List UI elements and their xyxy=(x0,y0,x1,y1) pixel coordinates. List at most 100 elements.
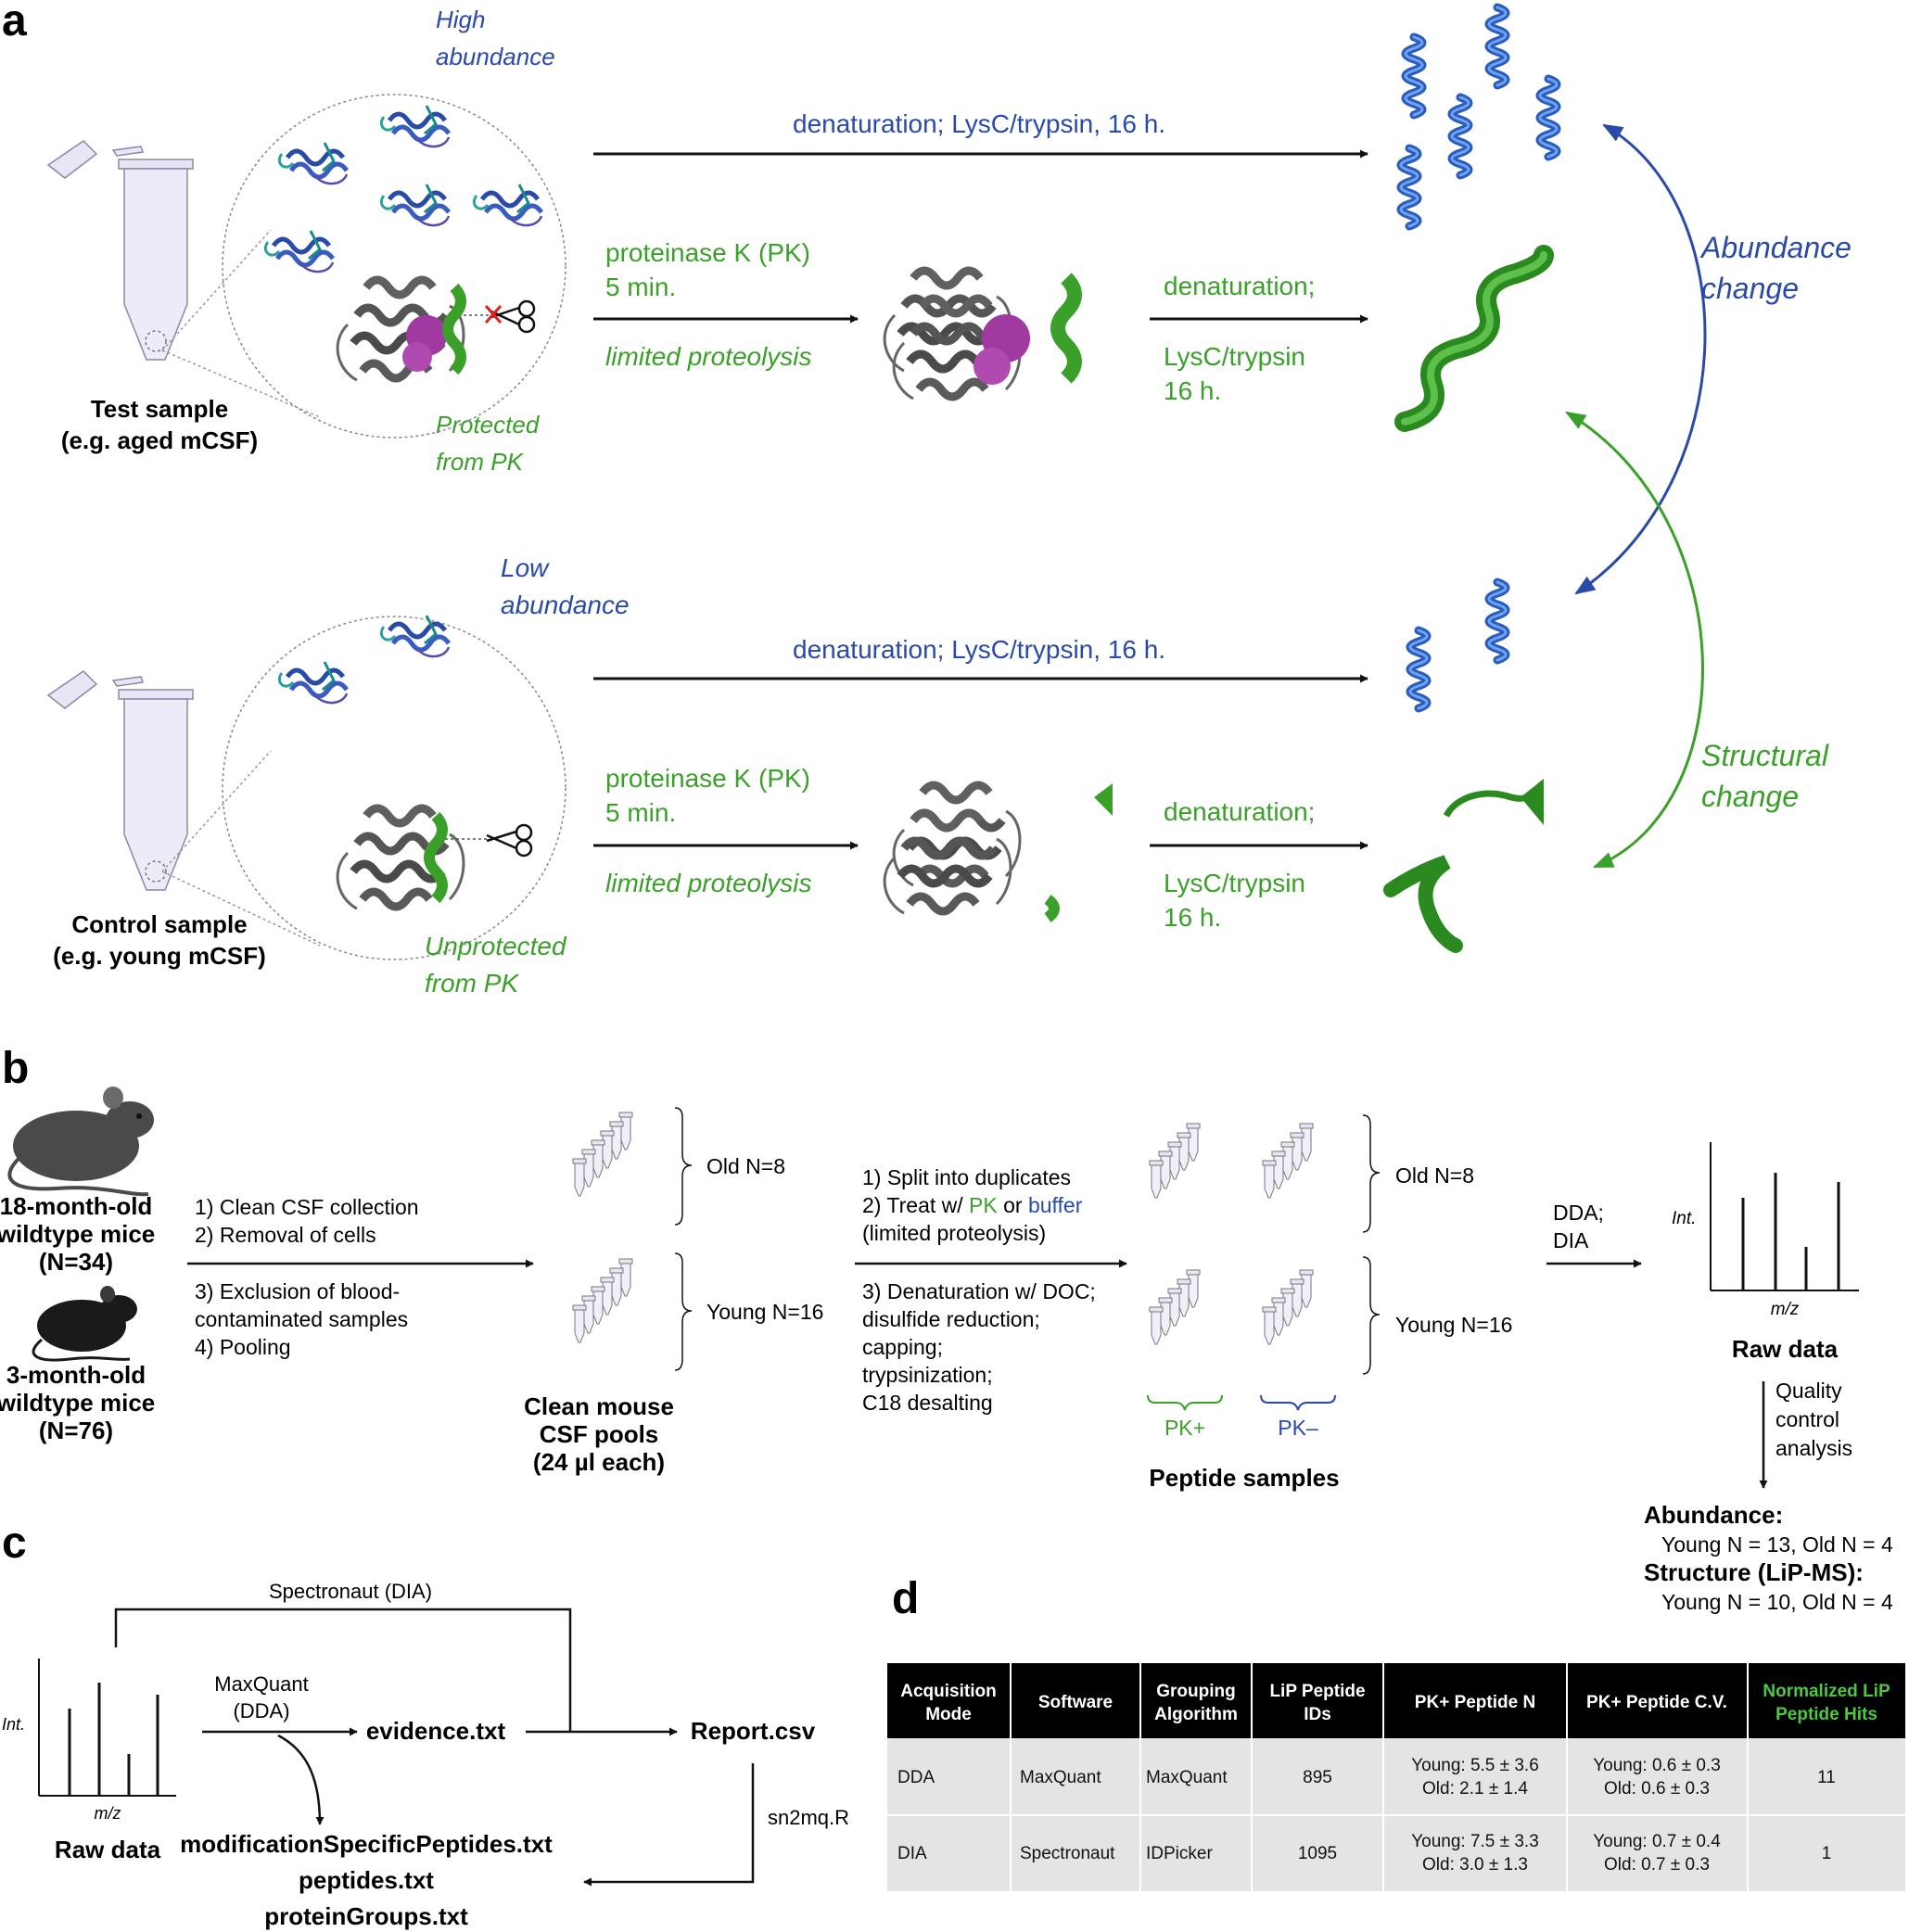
peptide-young-n: Young N=16 xyxy=(1395,1313,1512,1337)
pools-label: Clean mouse xyxy=(524,1392,674,1420)
test-gray-protein-icon xyxy=(885,271,1082,399)
test-sample-label: Test sample xyxy=(91,395,228,423)
young-pool-brace xyxy=(674,1252,693,1371)
test-denat-label: denaturation; xyxy=(1164,272,1315,300)
control-pk-label: proteinase K (PK) xyxy=(605,764,810,793)
pk-minus-label: PK– xyxy=(1278,1416,1318,1440)
young-mice-label: 3-month-old xyxy=(6,1361,146,1389)
protected-label: Protected xyxy=(436,411,541,439)
gray-protein-protected-icon xyxy=(337,280,464,380)
high-abundance-label-2: abundance xyxy=(436,43,555,70)
evidence-file: evidence.txt xyxy=(366,1717,506,1745)
row1-cv-old: Old: 0.6 ± 0.3 xyxy=(1604,1779,1710,1799)
control-sample-sublabel: (e.g. young mCSF) xyxy=(53,942,266,970)
mod-peptides-file: modificationSpecificPeptides.txt xyxy=(180,1830,553,1858)
steps2-line3: 4) Pooling xyxy=(195,1335,291,1359)
sn2mq-label: sn2mq.R xyxy=(768,1806,849,1829)
pk-plus-young-tubes-icon xyxy=(1149,1269,1201,1345)
row2-lip-ids: 1095 xyxy=(1298,1844,1337,1863)
abundance-change-label: Abundance xyxy=(1699,231,1852,264)
green-helix-peptide-icon xyxy=(1394,245,1554,432)
old-pool-brace xyxy=(674,1107,693,1226)
control-sample-label: Control sample xyxy=(71,910,247,938)
panel-label-b: b xyxy=(2,1044,29,1093)
peptides-file: peptides.txt xyxy=(299,1866,434,1894)
structure-title: Structure (LiP-MS): xyxy=(1644,1558,1864,1586)
scissors-blocked-icon xyxy=(464,299,536,334)
pk-minus-brace xyxy=(1260,1394,1336,1411)
steps1-line2: 2) Removal of cells xyxy=(195,1223,376,1247)
old-pool-tubes-icon xyxy=(572,1112,633,1197)
qc-label-3: analysis xyxy=(1775,1436,1852,1460)
blue-protein-low-icon xyxy=(279,616,449,703)
young-mice-label-2: wildtype mice xyxy=(0,1389,155,1417)
row1-grouping: MaxQuant xyxy=(1146,1768,1228,1787)
unprotected-label-2: from PK xyxy=(425,969,519,998)
scissors-icon xyxy=(445,823,533,858)
row2-mode: DIA xyxy=(897,1844,927,1863)
sn2mq-arrow xyxy=(583,1763,755,1887)
split-step3: (limited proteolysis) xyxy=(862,1221,1046,1245)
dda-label: DDA; xyxy=(1553,1201,1604,1225)
structure-value: Young N = 10, Old N = 4 xyxy=(1661,1590,1893,1614)
control-sample-tube-icon xyxy=(46,670,321,947)
row2-pk-n-young: Young: 7.5 ± 3.3 xyxy=(1411,1832,1539,1851)
panel-label-c: c xyxy=(2,1519,27,1568)
row1-lip-ids: 895 xyxy=(1303,1768,1332,1787)
pk-plus-old-tubes-icon xyxy=(1149,1123,1201,1199)
row2-hits: 1 xyxy=(1822,1844,1832,1863)
denat-step-4: trypsinization; xyxy=(862,1363,993,1387)
steps1-line1: 1) Clean CSF collection xyxy=(195,1195,419,1219)
pk-minus-young-tubes-icon xyxy=(1262,1269,1314,1345)
spectronaut-label: Spectronaut (DIA) xyxy=(269,1580,432,1603)
raw-data-spectrum-c-icon xyxy=(38,1659,176,1797)
structural-change-arrow xyxy=(1565,411,1704,869)
dia-label: DIA xyxy=(1553,1228,1589,1252)
old-mice-label-2: wildtype mice xyxy=(0,1220,155,1248)
maxquant-files-arrow xyxy=(277,1734,325,1825)
old-mice-count: (N=34) xyxy=(39,1248,113,1276)
table-header-bg xyxy=(887,1663,1905,1738)
header-normalized-hits-2: Peptide Hits xyxy=(1775,1705,1877,1724)
abundance-change-label-2: change xyxy=(1701,272,1799,305)
test-pk-label: proteinase K (PK) xyxy=(605,238,810,267)
qc-label-1: Quality xyxy=(1775,1379,1842,1403)
structural-change-label-2: change xyxy=(1701,780,1799,813)
low-abundance-label: Low xyxy=(501,553,550,582)
test-denaturation-label: denaturation; LysC/trypsin, 16 h. xyxy=(793,109,1165,138)
old-mice-label: 18-month-old xyxy=(0,1192,152,1220)
pk-plus-label: PK+ xyxy=(1164,1416,1205,1440)
header-pk-peptide-cv: PK+ Peptide C.V. xyxy=(1586,1693,1727,1712)
spectrum-int-label: Int. xyxy=(1672,1209,1696,1228)
c-raw-data-label: Raw data xyxy=(55,1836,161,1863)
denat-step-2: disulfide reduction; xyxy=(862,1307,1040,1331)
blue-helix-low-peptides-icon xyxy=(1410,582,1506,708)
raw-data-label: Raw data xyxy=(1732,1335,1839,1363)
row1-software: MaxQuant xyxy=(1020,1768,1101,1787)
structural-change-label: Structural xyxy=(1701,739,1829,772)
row1-pk-n-young: Young: 5.5 ± 3.6 xyxy=(1411,1756,1539,1775)
abundance-value: Young N = 13, Old N = 4 xyxy=(1661,1532,1893,1557)
old-pool-n: Old N=8 xyxy=(706,1154,785,1178)
steps2-line1: 3) Exclusion of blood- xyxy=(195,1279,400,1303)
low-abundance-label-2: abundance xyxy=(501,591,630,619)
gray-protein-unprotected-icon xyxy=(337,808,464,909)
row2-grouping: IDPicker xyxy=(1146,1844,1213,1863)
header-lip-ids-2: IDs xyxy=(1304,1705,1331,1724)
control-hours-label: 16 h. xyxy=(1164,903,1221,932)
row2-cv-old: Old: 0.7 ± 0.3 xyxy=(1604,1855,1710,1875)
spectronaut-path xyxy=(114,1608,572,1732)
header-acquisition-2: Mode xyxy=(925,1705,972,1724)
abundance-change-arrow xyxy=(1574,123,1707,595)
header-grouping: Grouping xyxy=(1156,1682,1235,1701)
blue-helix-peptides-icon xyxy=(1401,7,1557,226)
test-lysc-label: LysC/trypsin xyxy=(1164,342,1305,371)
denat-step-3: capping; xyxy=(862,1335,943,1359)
peptide-old-brace xyxy=(1362,1114,1381,1233)
row2-software: Spectronaut xyxy=(1020,1844,1115,1863)
header-lip-ids: LiP Peptide xyxy=(1269,1682,1365,1701)
results-table: Acquisition Mode Software Grouping Algor… xyxy=(887,1663,1905,1891)
control-pk-time: 5 min. xyxy=(605,798,676,827)
report-file: Report.csv xyxy=(691,1717,816,1745)
